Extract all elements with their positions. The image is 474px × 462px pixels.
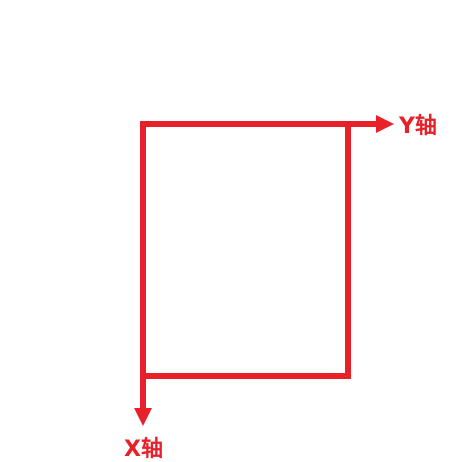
x-axis-arrowhead: [134, 408, 152, 426]
y-axis-arrowhead: [376, 115, 394, 133]
x-axis-label: X轴: [124, 436, 163, 462]
rectangle-outline: [140, 121, 351, 379]
y-axis-label: Y轴: [398, 113, 437, 139]
